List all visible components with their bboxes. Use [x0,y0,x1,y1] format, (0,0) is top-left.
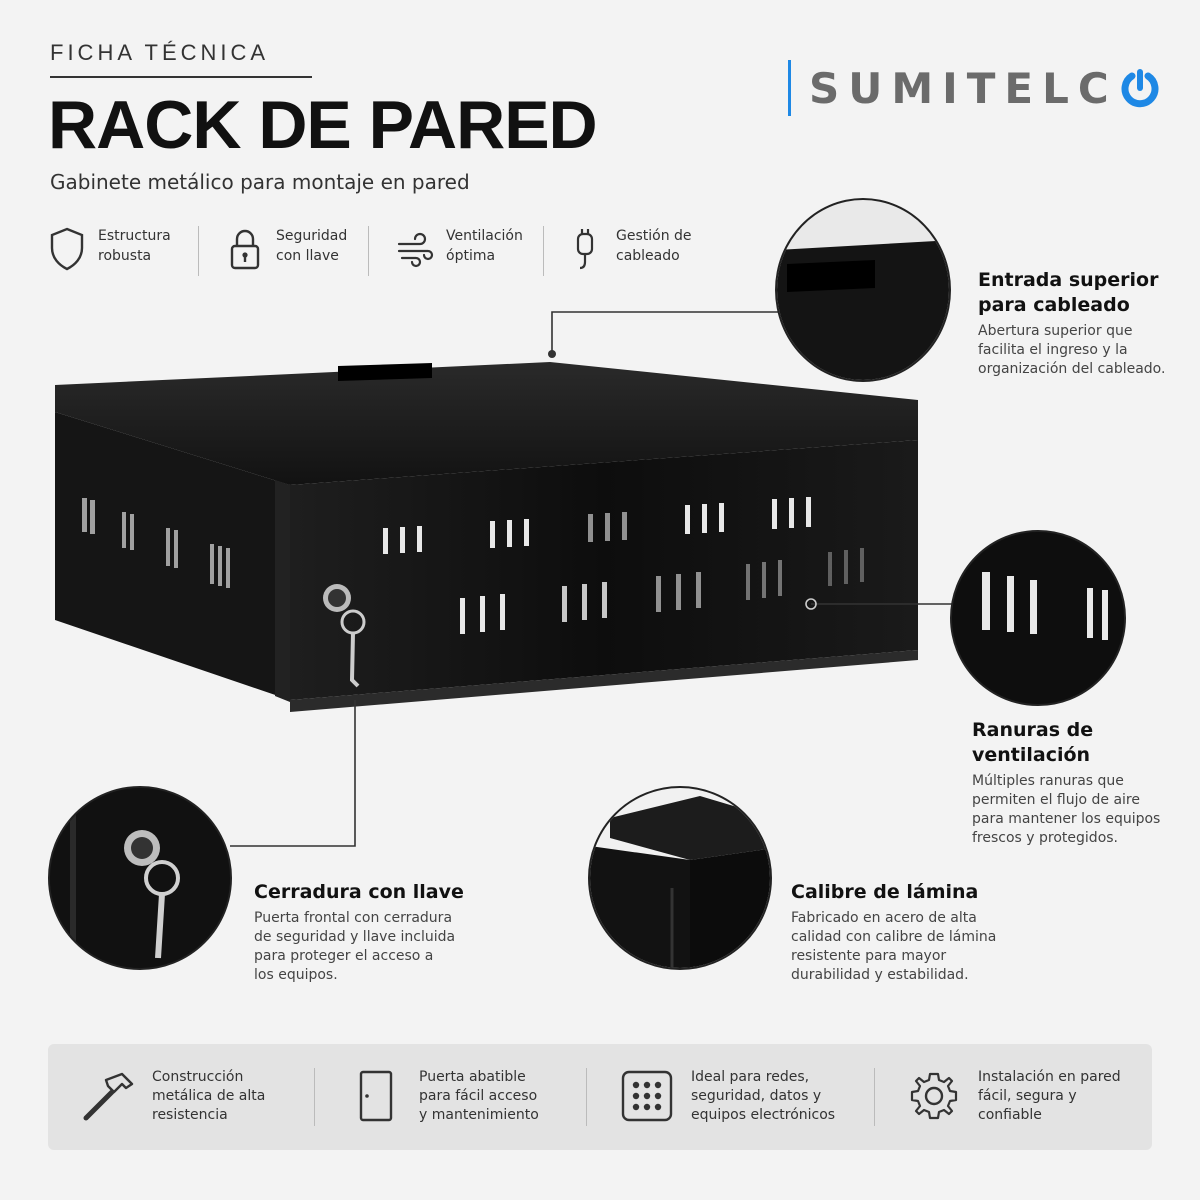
feature-line: robusta [98,248,152,264]
callout-vents: Ranuras de ventilación Múltiples ranuras… [972,718,1160,848]
callout-title: Calibre de lámina [791,881,979,903]
callout-title: ventilación [972,744,1091,766]
bottom-feature-line: seguridad, datos y [691,1087,822,1104]
bottom-feature-line: fácil, segura y [978,1087,1077,1104]
brand-logo: SUMITELC [788,58,1160,118]
brand-accent-bar [788,60,791,116]
callout-lock: Cerradura con llave Puerta frontal con c… [254,880,464,985]
feature-line: Seguridad [276,228,348,244]
padlock-icon [230,229,260,270]
gear-icon [910,1072,958,1120]
feature-divider [198,226,199,276]
callout-desc: permiten el flujo de aire [972,792,1140,808]
bottom-feature-line: resistencia [152,1106,228,1123]
vents-zoom [952,532,1124,704]
bottom-feature-line: confiable [978,1106,1042,1123]
callout-desc: facilita el ingreso y la [978,342,1128,358]
bottom-divider [874,1068,875,1126]
callout-desc: frescos y protegidos. [972,830,1119,846]
network-grid-icon [621,1070,673,1122]
callout-desc: Puerta frontal con cerradura [254,910,453,926]
feature-label: Gestión de cableado [616,226,692,266]
bottom-feature-line: equipos electrónicos [691,1106,836,1123]
callout-title: para cableado [978,294,1130,316]
callout-desc: para proteger el acceso a [254,948,434,964]
feature-divider [368,226,369,276]
bottom-feature-line: Ideal para redes, [691,1068,810,1085]
bottom-feature-label: Construcción metálica de alta resistenci… [152,1068,265,1125]
kicker-label: FICHA TÉCNICA [50,40,270,65]
feature-divider [543,226,544,276]
power-icon [1121,69,1159,108]
wind-icon [397,232,434,268]
callout-desc: para mantener los equipos [972,811,1161,827]
callout-desc: calidad con calibre de lámina [791,929,997,945]
brand-name: SUMITELC [809,63,1118,113]
door-icon [359,1070,393,1122]
bottom-feature-line: Construcción [152,1068,244,1085]
feature-security: Seguridad con llave [226,226,347,272]
callout-title: Ranuras de [972,719,1094,741]
callout-desc: Múltiples ranuras que [972,773,1124,789]
feature-label: Estructura robusta [98,226,171,266]
cable-plug-icon [576,229,594,270]
callout-desc: organización del cableado. [978,361,1166,377]
bottom-feature-network: Ideal para redes, seguridad, datos y equ… [617,1066,835,1126]
feature-label: Seguridad con llave [276,226,347,266]
bottom-feature-line: metálica de alta [152,1087,266,1104]
bottom-feature-installation: Instalación en pared fácil, segura y con… [904,1066,1121,1126]
callout-title: Entrada superior [978,269,1159,291]
callout-gauge: Calibre de lámina Fabricado en acero de … [791,880,996,985]
feature-line: con llave [276,248,339,264]
callout-title: Cerradura con llave [254,881,464,903]
page-title: RACK DE PARED [48,87,598,163]
hammer-icon [83,1072,134,1121]
callout-desc: resistente para mayor [791,948,947,964]
callout-desc: de seguridad y llave incluida [254,929,456,945]
detail-top-entry [775,198,951,382]
callout-desc: Abertura superior que [978,323,1133,339]
detail-vents [950,530,1126,706]
bottom-feature-line: Instalación en pared [978,1068,1121,1085]
feature-line: Ventilación [446,228,523,244]
callout-desc: durabilidad y estabilidad. [791,967,969,983]
rack-product-image [55,362,918,712]
top-entry-zoom [777,200,949,380]
detail-lock [48,786,232,970]
bottom-feature-label: Ideal para redes, seguridad, datos y equ… [691,1068,835,1125]
lock-zoom [50,788,230,968]
feature-line: Gestión de [616,228,692,244]
feature-ventilation: Ventilación óptima [396,226,523,272]
bottom-divider [586,1068,587,1126]
callout-desc: los equipos. [254,967,338,983]
feature-line: Estructura [98,228,171,244]
bottom-feature-line: para fácil acceso [419,1087,538,1104]
bottom-feature-line: Puerta abatible [419,1068,526,1085]
callout-desc: Fabricado en acero de alta [791,910,977,926]
feature-structure: Estructura robusta [48,226,171,272]
bottom-features-panel [48,1044,1152,1150]
bottom-feature-door: Puerta abatible para fácil acceso y mant… [345,1066,539,1126]
detail-gauge [588,786,772,970]
bottom-feature-label: Puerta abatible para fácil acceso y mant… [419,1068,539,1125]
bottom-feature-line: y mantenimiento [419,1106,539,1123]
page-subtitle: Gabinete metálico para montaje en pared [50,170,470,194]
feature-label: Ventilación óptima [446,226,523,266]
feature-line: cableado [616,248,680,264]
kicker-divider [50,76,312,78]
gauge-zoom [590,788,770,968]
feature-cabling: Gestión de cableado [566,226,692,272]
bottom-feature-construction: Construcción metálica de alta resistenci… [78,1066,265,1126]
bottom-feature-label: Instalación en pared fácil, segura y con… [978,1068,1121,1125]
bottom-divider [314,1068,315,1126]
feature-line: óptima [446,248,496,264]
shield-icon [50,227,84,271]
callout-top-entry: Entrada superior para cableado Abertura … [978,268,1165,379]
